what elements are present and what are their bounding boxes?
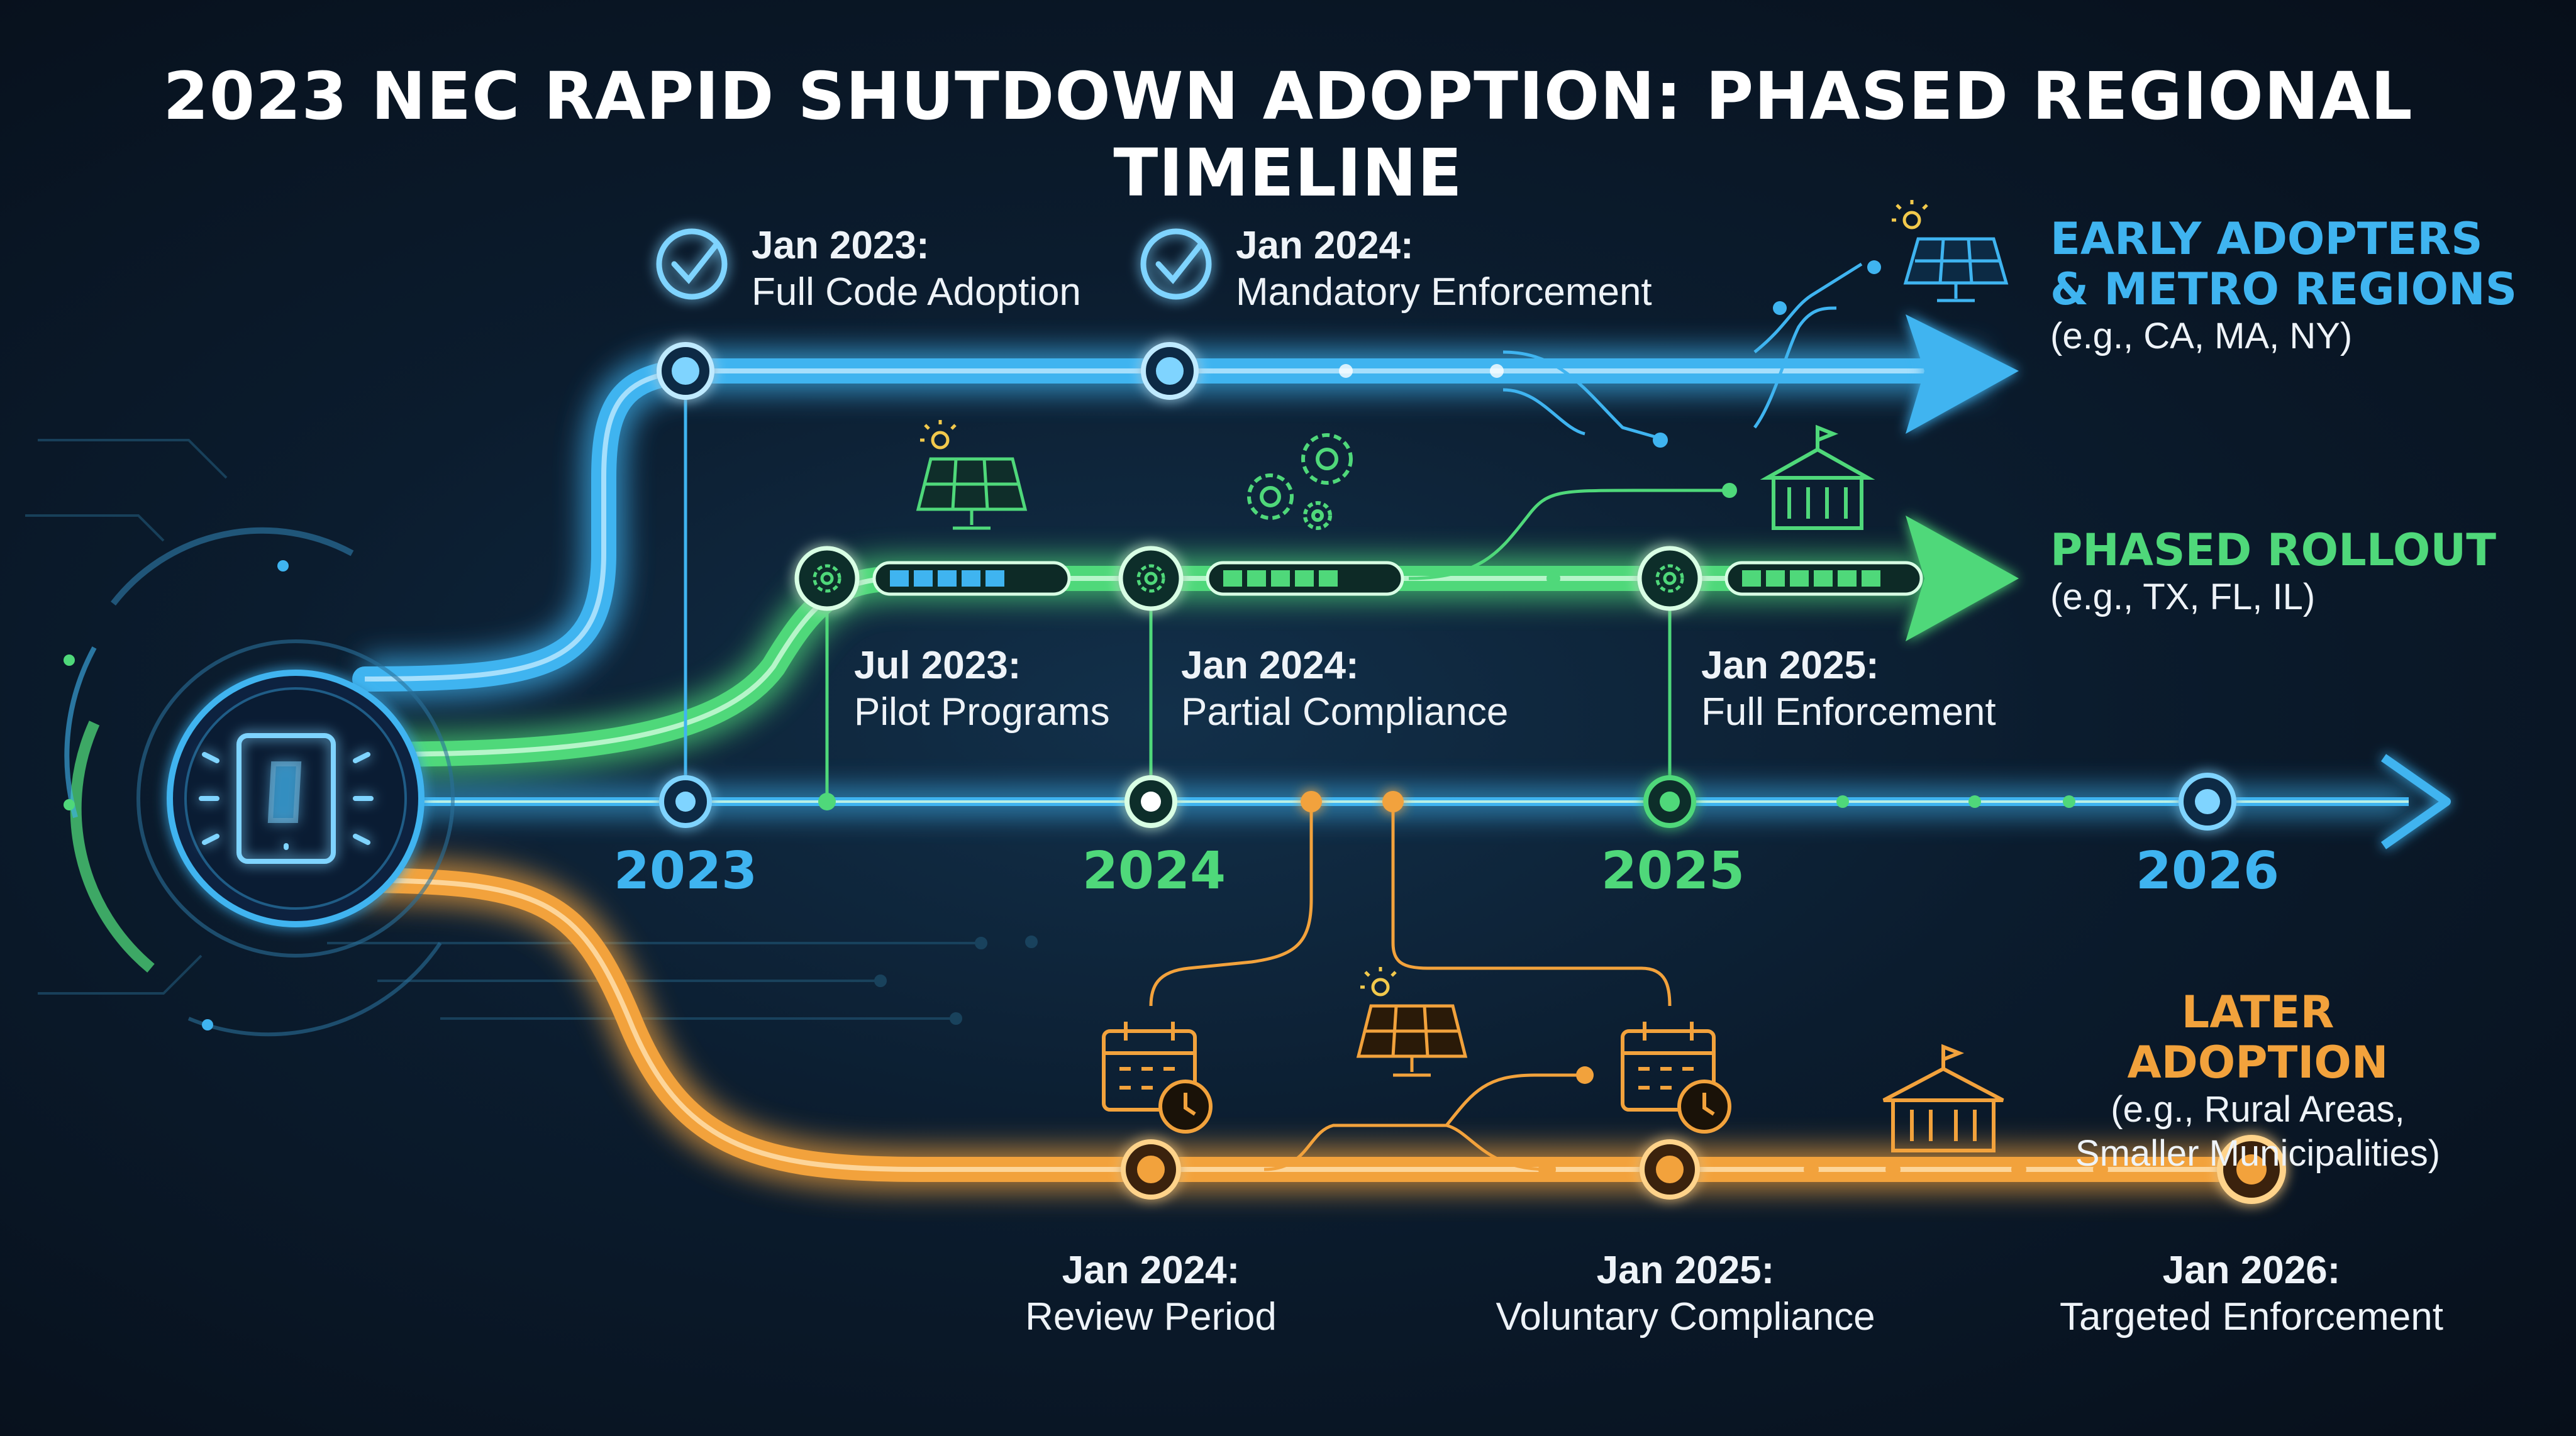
later-milestone-3-date: Jan 2026: — [2162, 1249, 2341, 1292]
solar-panel-icon — [916, 420, 1028, 530]
gear-icon — [1655, 564, 1684, 593]
checkmark-circle-icon — [1140, 228, 1212, 300]
early-milestone-2-date: Jan 2024: — [1236, 224, 1414, 267]
calendar-clock-icon — [1102, 1022, 1213, 1134]
early-milestone-1-date: Jan 2023: — [752, 224, 930, 267]
solar-panel-icon — [1892, 200, 2009, 302]
early-adopters-examples: (e.g., CA, MA, NY) — [2050, 316, 2353, 356]
government-building-icon — [1882, 1044, 2004, 1152]
phased-milestone-2-date: Jan 2024: — [1181, 644, 1359, 687]
gears-cluster-icon — [1247, 433, 1353, 530]
phased-rollout-nodes — [794, 546, 1702, 611]
gear-icon — [813, 564, 841, 593]
later-milestone-2: Jan 2025: Voluntary Compliance — [1465, 1247, 1906, 1340]
later-adoption-track — [340, 868, 2264, 1182]
phased-milestone-3: Jan 2025: Full Enforcement — [1701, 643, 1996, 736]
rapid-shutdown-switch-icon — [199, 733, 374, 864]
later-adoption-label: LATER ADOPTION (e.g., Rural Areas, Small… — [2044, 987, 2472, 1176]
page-title: 2023 NEC RAPID SHUTDOWN ADOPTION: PHASED… — [163, 58, 2413, 211]
later-milestone-2-date: Jan 2025: — [1596, 1249, 1775, 1292]
year-label-2026: 2026 — [2135, 841, 2280, 901]
later-milestone-3: Jan 2026: Targeted Enforcement — [2025, 1247, 2478, 1340]
phased-milestone-1-date: Jul 2023: — [854, 644, 1021, 687]
gear-icon — [1136, 564, 1165, 593]
later-adoption-examples-line1: (e.g., Rural Areas, — [2111, 1089, 2405, 1130]
milestone-connectors — [684, 262, 1863, 1171]
year-label-2024: 2024 — [1082, 841, 1226, 901]
early-milestone-1-text: Full Code Adoption — [752, 270, 1081, 314]
phased-rollout-examples: (e.g., TX, FL, IL) — [2050, 577, 2316, 617]
year-label-2023: 2023 — [613, 841, 758, 901]
later-milestone-1: Jan 2024: Review Period — [962, 1247, 1340, 1340]
phased-rollout-arrowhead — [1906, 516, 2019, 641]
later-adoption-nodes — [1121, 1135, 2286, 1204]
phased-milestone-3-date: Jan 2025: — [1701, 644, 1879, 687]
year-axis-arrowhead — [2380, 754, 2451, 849]
year-axis-nodes — [659, 773, 2236, 831]
phased-milestone-1: Jul 2023: Pilot Programs — [854, 643, 1110, 736]
early-adopters-nodes — [657, 342, 1199, 400]
early-adopters-track — [352, 358, 1950, 692]
early-milestone-2-text: Mandatory Enforcement — [1236, 270, 1652, 314]
phased-milestone-3-text: Full Enforcement — [1701, 690, 1996, 734]
phased-milestone-2: Jan 2024: Partial Compliance — [1181, 643, 1508, 736]
year-label-2025: 2025 — [1601, 841, 1745, 901]
hub-decor-arcs — [64, 527, 442, 1037]
later-adoption-heading: LATER ADOPTION — [2127, 986, 2389, 1088]
early-milestone-2: Jan 2024: Mandatory Enforcement — [1236, 223, 1652, 316]
early-adopters-heading-line2: & METRO REGIONS — [2050, 263, 2518, 315]
phased-milestone-2-text: Partial Compliance — [1181, 690, 1509, 734]
early-adopters-heading-line1: EARLY ADOPTERS — [2050, 213, 2483, 265]
phased-rollout-heading: PHASED ROLLOUT — [2050, 524, 2496, 576]
phased-milestone-1-text: Pilot Programs — [854, 690, 1110, 734]
government-building-icon — [1760, 424, 1875, 530]
progress-bar-segments — [890, 570, 1880, 587]
progress-bars — [872, 561, 1923, 596]
phased-rollout-label: PHASED ROLLOUT (e.g., TX, FL, IL) — [2050, 525, 2496, 619]
later-milestone-2-text: Voluntary Compliance — [1496, 1295, 1875, 1339]
solar-panel-icon — [1356, 967, 1468, 1077]
early-adopters-label: EARLY ADOPTERS & METRO REGIONS (e.g., CA… — [2050, 214, 2517, 358]
track-dots — [818, 260, 2108, 1178]
later-milestone-1-text: Review Period — [1025, 1295, 1277, 1339]
checkmark-circle-icon — [656, 228, 728, 300]
early-milestone-1: Jan 2023: Full Code Adoption — [752, 223, 1081, 316]
later-adoption-examples-line2: Smaller Municipalities) — [2075, 1133, 2441, 1174]
early-adopters-arrowhead — [1906, 314, 2019, 434]
later-milestone-1-date: Jan 2024: — [1062, 1249, 1240, 1292]
later-milestone-3-text: Targeted Enforcement — [2059, 1295, 2443, 1339]
calendar-clock-icon — [1621, 1022, 1731, 1134]
